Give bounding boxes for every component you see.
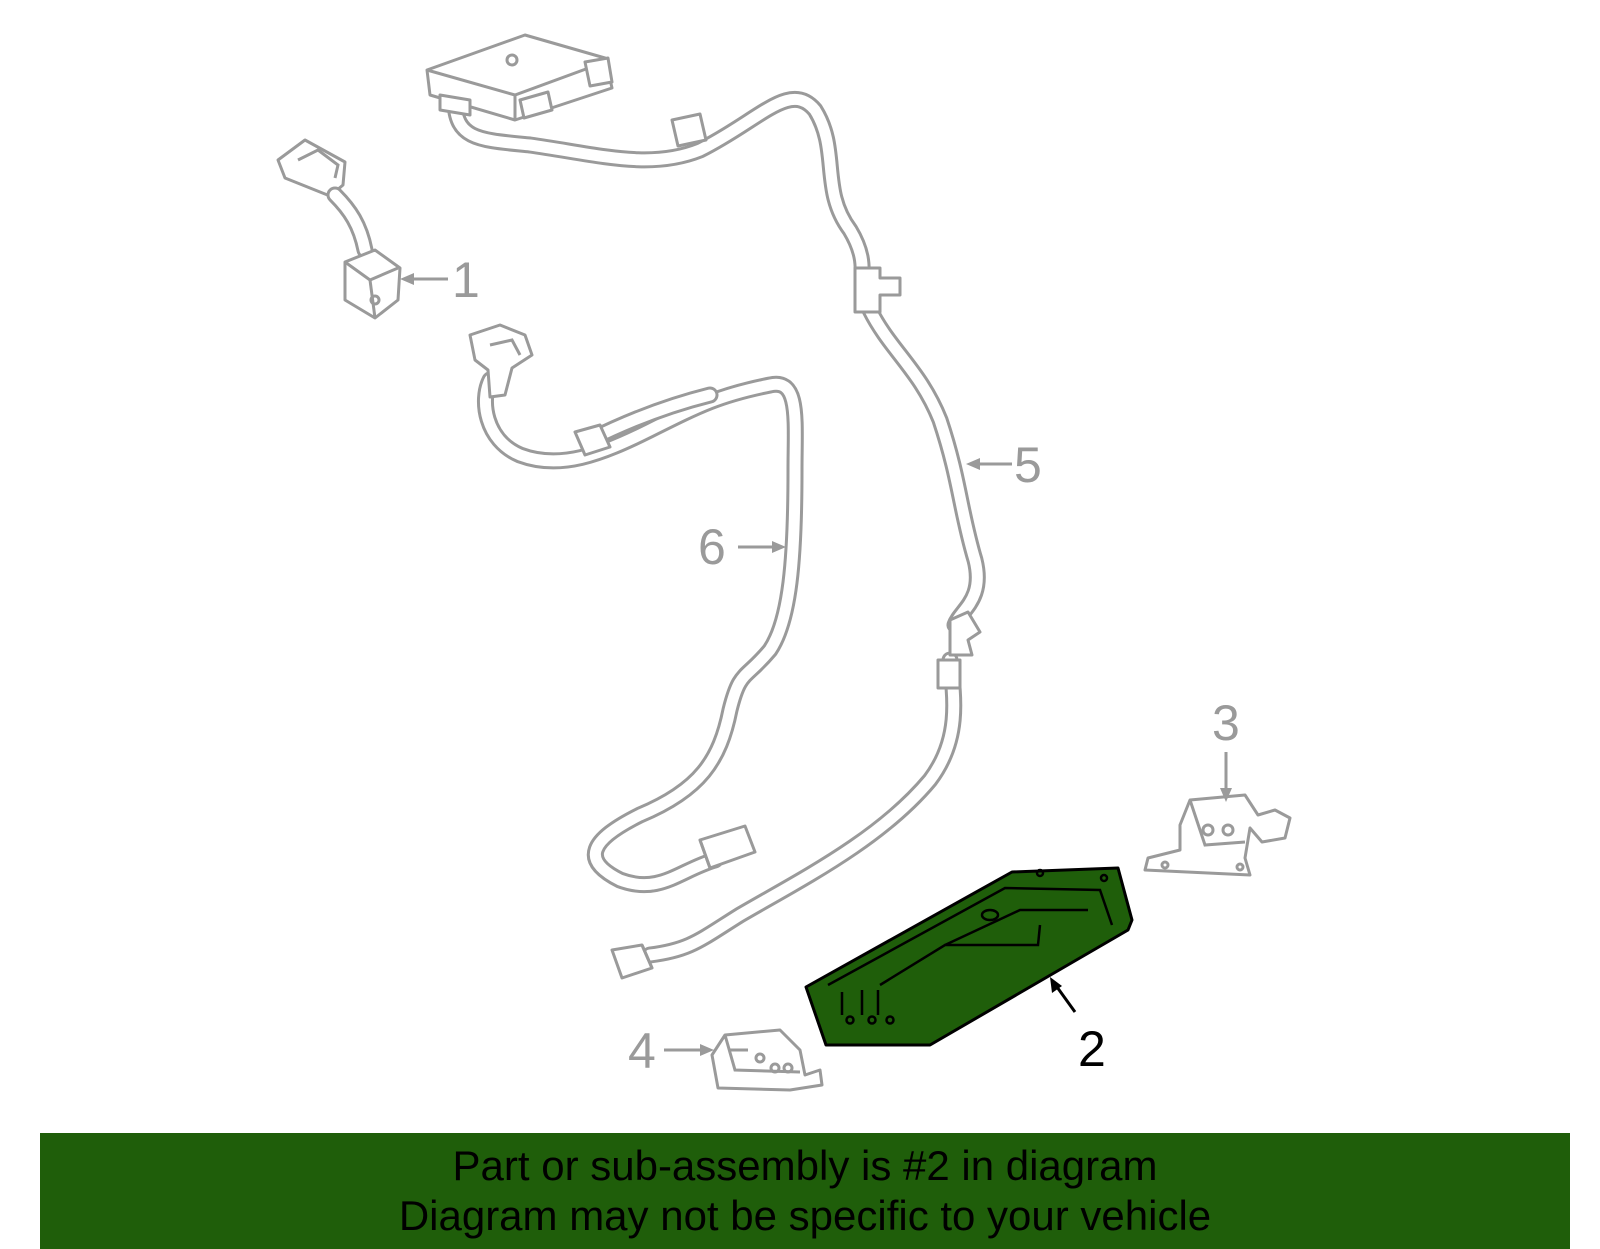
callout-4: 4 xyxy=(628,1023,714,1079)
banner-line-1: Part or sub-assembly is #2 in diagram xyxy=(452,1142,1158,1189)
callout-6: 6 xyxy=(698,519,786,575)
part-2-module-highlighted[interactable] xyxy=(804,866,1134,1047)
part-3-bracket[interactable] xyxy=(1143,793,1292,877)
banner-line-2: Diagram may not be specific to your vehi… xyxy=(398,1192,1212,1239)
callout-6-label: 6 xyxy=(698,519,726,575)
part-6-wire-harness[interactable] xyxy=(468,323,804,894)
part-1-connector[interactable] xyxy=(276,138,402,320)
callout-3: 3 xyxy=(1212,695,1240,802)
callout-4-label: 4 xyxy=(628,1023,656,1079)
callout-3-label: 3 xyxy=(1212,695,1240,751)
callout-1-label: 1 xyxy=(452,252,480,308)
part-4-bracket[interactable] xyxy=(710,1028,824,1092)
callout-2-label: 2 xyxy=(1078,1021,1106,1077)
callout-2: 2 xyxy=(1050,977,1106,1077)
callout-1: 1 xyxy=(400,252,480,308)
callout-5-label: 5 xyxy=(1014,437,1042,493)
callout-5: 5 xyxy=(966,437,1042,493)
info-banner: Part or sub-assembly is #2 in diagram Di… xyxy=(40,1133,1570,1249)
part-5-wire-harness[interactable] xyxy=(425,33,986,980)
